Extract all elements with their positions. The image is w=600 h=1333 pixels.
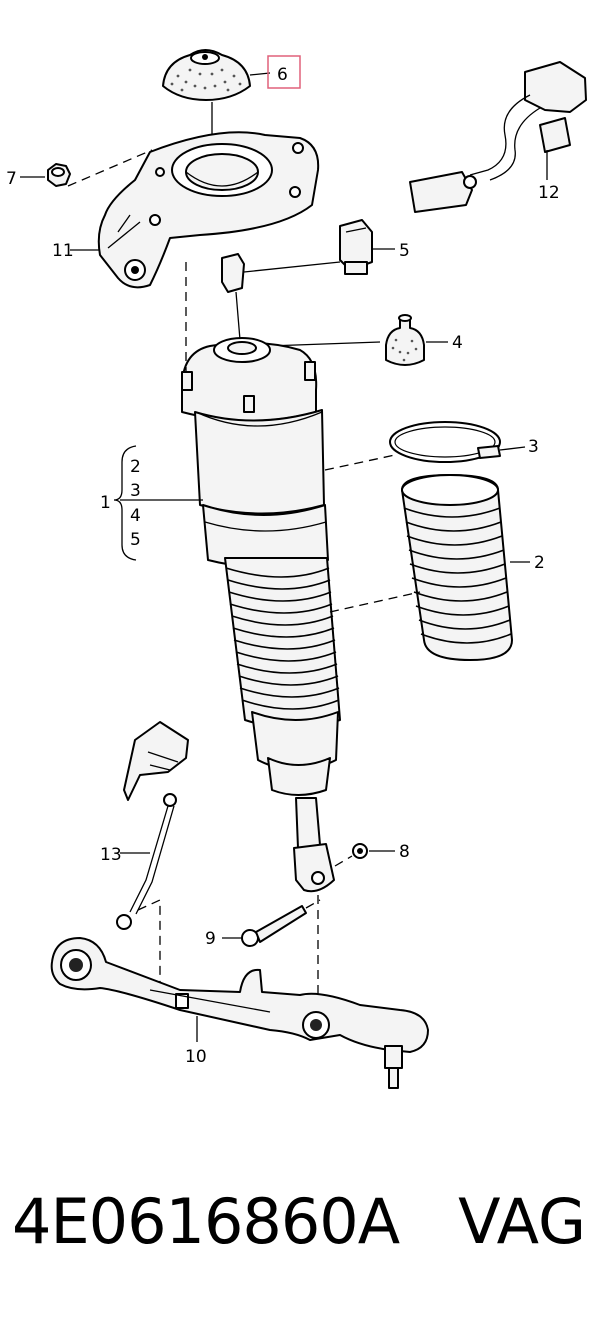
- part-number: 4E0616860A: [12, 1185, 400, 1258]
- part-2-bellows: [401, 474, 513, 661]
- callout-12: 12: [538, 183, 560, 203]
- callout-7: 7: [6, 169, 17, 189]
- part-5-connector: [339, 219, 373, 275]
- callout-sub-3: 3: [130, 481, 141, 501]
- callout-sub-5: 5: [130, 530, 141, 550]
- callout-13: 13: [100, 845, 122, 865]
- part-6-bump-stop: [162, 49, 251, 101]
- callout-5: 5: [399, 241, 410, 261]
- part-13-link-rod: [116, 721, 189, 1000]
- callout-9: 9: [205, 929, 216, 949]
- highlight-box-6: [267, 55, 301, 89]
- callout-sub-2: 2: [130, 457, 141, 477]
- part-4-dust-cap: [385, 314, 425, 366]
- part-8-nut: [352, 843, 368, 859]
- part-1-air-strut: [181, 337, 341, 893]
- footer: 4E0616860A VAG: [0, 1185, 600, 1280]
- brand-label: VAG: [458, 1185, 586, 1258]
- callout-6: 6: [277, 65, 288, 85]
- part-7-nut: [47, 163, 71, 187]
- callout-2: 2: [534, 553, 545, 573]
- callout-sub-4: 4: [130, 506, 141, 526]
- callout-3: 3: [528, 437, 539, 457]
- part-3-clamp: [389, 421, 501, 463]
- callout-1: 1: [100, 493, 111, 513]
- callout-11: 11: [52, 241, 74, 261]
- callout-8: 8: [399, 842, 410, 862]
- part-10-control-arm: [50, 937, 429, 1089]
- part-12-sensor: [409, 61, 587, 213]
- part-9-bolt: [241, 905, 307, 947]
- shock-top-connector: [221, 253, 341, 341]
- callout-10: 10: [185, 1047, 207, 1067]
- callout-4: 4: [452, 333, 463, 353]
- part-11-upper-mount: [97, 131, 320, 289]
